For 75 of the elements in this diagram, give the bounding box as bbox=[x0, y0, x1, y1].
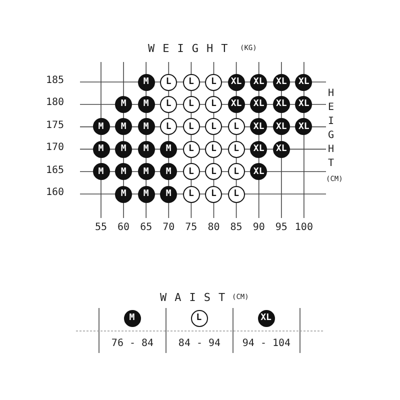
size-marker: L bbox=[228, 186, 245, 202]
size-marker: L bbox=[182, 186, 200, 202]
size-marker: XL bbox=[272, 118, 290, 136]
size-marker: XL bbox=[295, 118, 312, 136]
size-marker: L bbox=[205, 96, 222, 113]
height-value: 175 bbox=[44, 120, 64, 131]
height-value: 160 bbox=[44, 187, 64, 198]
weight-value: 90 bbox=[252, 222, 266, 233]
size-marker: M bbox=[92, 118, 110, 136]
size-marker: M bbox=[115, 118, 132, 136]
size-marker: M bbox=[160, 140, 178, 158]
height-value: 185 bbox=[44, 75, 64, 86]
table-title: WAIST bbox=[160, 291, 234, 304]
waist-range: 76 - 84 bbox=[110, 338, 155, 349]
axis-title: WEIGHT bbox=[148, 42, 236, 55]
size-marker: XL bbox=[295, 96, 312, 113]
weight-value: 70 bbox=[162, 222, 176, 233]
size-marker: M bbox=[160, 163, 178, 180]
size-marker: XL bbox=[258, 310, 274, 326]
size-marker: M bbox=[138, 186, 155, 202]
size-marker: L bbox=[182, 118, 200, 136]
size-marker: XL bbox=[250, 96, 268, 113]
size-marker: L bbox=[182, 140, 200, 158]
size-marker: XL bbox=[250, 118, 268, 136]
weight-value: 85 bbox=[229, 222, 244, 233]
size-marker: XL bbox=[272, 140, 290, 158]
weight-value: 95 bbox=[274, 222, 288, 233]
size-marker: L bbox=[160, 96, 178, 113]
size-marker: XL bbox=[250, 140, 268, 158]
size-marker: M bbox=[115, 186, 132, 202]
axis-title: HEIGHT bbox=[328, 87, 334, 171]
size-marker: XL bbox=[250, 163, 268, 180]
size-marker: M bbox=[115, 163, 132, 180]
size-marker: XL bbox=[250, 74, 268, 90]
weight-value: 55 bbox=[94, 222, 108, 233]
size-marker: XL bbox=[228, 74, 245, 90]
size-marker: L bbox=[160, 74, 178, 90]
size-marker: M bbox=[115, 140, 132, 158]
waist-range: 84 - 94 bbox=[177, 338, 222, 349]
waist-range: 94 - 104 bbox=[241, 338, 292, 349]
height-value: 170 bbox=[44, 142, 64, 154]
size-marker: M bbox=[160, 186, 178, 202]
weight-value: 60 bbox=[116, 222, 131, 233]
size-marker: L bbox=[205, 140, 222, 158]
height-value: 165 bbox=[44, 164, 64, 176]
size-marker: L bbox=[160, 118, 178, 136]
size-marker: XL bbox=[228, 96, 245, 113]
height-value: 180 bbox=[44, 97, 64, 108]
size-marker: M bbox=[138, 140, 155, 158]
size-marker: M bbox=[138, 163, 155, 180]
size-marker: M bbox=[92, 163, 110, 180]
size-marker: L bbox=[228, 140, 245, 158]
size-marker: L bbox=[182, 74, 200, 90]
size-marker: M bbox=[92, 140, 110, 158]
size-marker: M bbox=[138, 96, 155, 113]
size-marker: L bbox=[205, 186, 222, 202]
size-marker: L bbox=[228, 163, 245, 180]
size-marker: L bbox=[190, 310, 208, 326]
size-marker: L bbox=[182, 163, 200, 180]
size-marker: L bbox=[228, 118, 245, 136]
size-marker: L bbox=[182, 96, 200, 113]
size-marker: M bbox=[115, 96, 132, 113]
size-marker: M bbox=[124, 310, 140, 326]
size-marker: M bbox=[138, 118, 155, 136]
size-marker: M bbox=[138, 74, 155, 90]
weight-value: 65 bbox=[139, 222, 154, 233]
size-marker: XL bbox=[272, 96, 290, 113]
size-marker: XL bbox=[295, 74, 312, 90]
size-marker: L bbox=[205, 118, 222, 136]
size-marker: L bbox=[205, 163, 222, 180]
weight-value: 75 bbox=[184, 222, 198, 233]
weight-value: 100 bbox=[294, 222, 314, 233]
size-marker: L bbox=[205, 74, 222, 90]
size-marker: XL bbox=[272, 74, 290, 90]
weight-value: 80 bbox=[206, 222, 221, 233]
